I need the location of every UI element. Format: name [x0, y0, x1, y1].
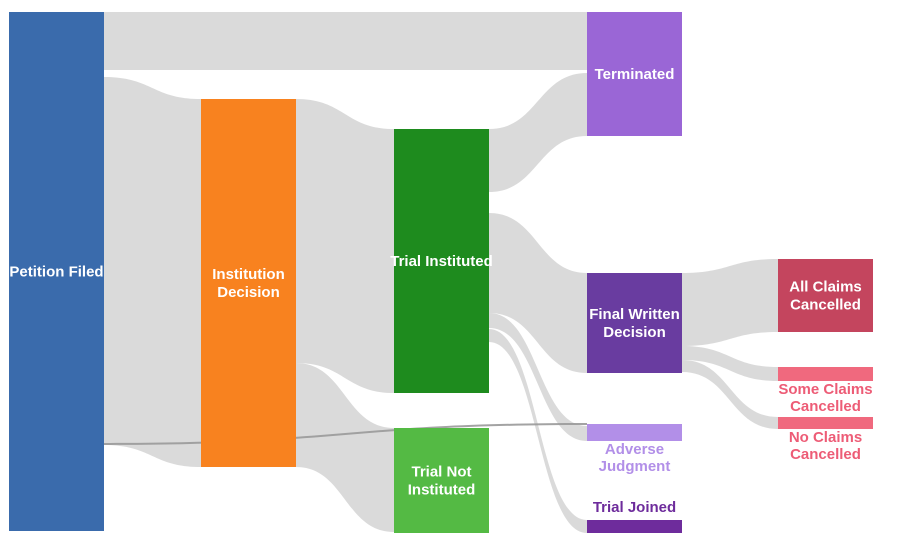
link-trial-instituted-to-terminated[interactable] [489, 73, 587, 192]
link-petition-filed-to-institution-decision[interactable] [104, 77, 201, 467]
node-institution-decision[interactable] [201, 99, 296, 467]
node-trial-not-instituted[interactable] [394, 428, 489, 533]
node-label-trial-joined: Trial Joined [593, 499, 676, 516]
sankey-links [104, 12, 778, 533]
link-institution-decision-to-trial-not-instituted[interactable] [296, 363, 394, 532]
node-petition-filed[interactable] [9, 12, 104, 531]
node-all-claims-cancelled[interactable] [778, 259, 873, 332]
node-label-no-claims-cancelled-line1: No Claims [789, 429, 862, 446]
node-adverse-judgment[interactable] [587, 424, 682, 441]
link-institution-decision-to-trial-instituted[interactable] [296, 99, 394, 393]
sankey-nodes [9, 12, 873, 533]
link-petition-filed-to-adverse-judgment[interactable] [104, 423, 587, 445]
node-label-some-claims-cancelled-line1: Some Claims [778, 381, 872, 398]
node-no-claims-cancelled[interactable] [778, 417, 873, 429]
link-final-written-decision-to-no-claims-cancelled[interactable] [682, 360, 778, 429]
node-trial-instituted[interactable] [394, 129, 489, 393]
node-trial-joined[interactable] [587, 520, 682, 533]
link-trial-instituted-to-trial-joined[interactable] [489, 329, 587, 533]
node-label-adverse-judgment-line1: Adverse [605, 441, 664, 458]
node-terminated[interactable] [587, 12, 682, 136]
node-label-no-claims-cancelled-line2: Cancelled [790, 446, 861, 463]
node-label-adverse-judgment-line2: Judgment [599, 458, 671, 475]
node-some-claims-cancelled[interactable] [778, 367, 873, 381]
link-final-written-decision-to-all-claims-cancelled[interactable] [682, 259, 778, 346]
node-label-some-claims-cancelled-line2: Cancelled [790, 398, 861, 415]
node-final-written-decision[interactable] [587, 273, 682, 373]
link-trial-instituted-to-adverse-judgment[interactable] [489, 313, 587, 441]
link-final-written-decision-to-some-claims-cancelled[interactable] [682, 346, 778, 381]
link-trial-instituted-to-final-written-decision[interactable] [489, 213, 587, 373]
link-petition-filed-to-terminated[interactable] [104, 12, 587, 70]
